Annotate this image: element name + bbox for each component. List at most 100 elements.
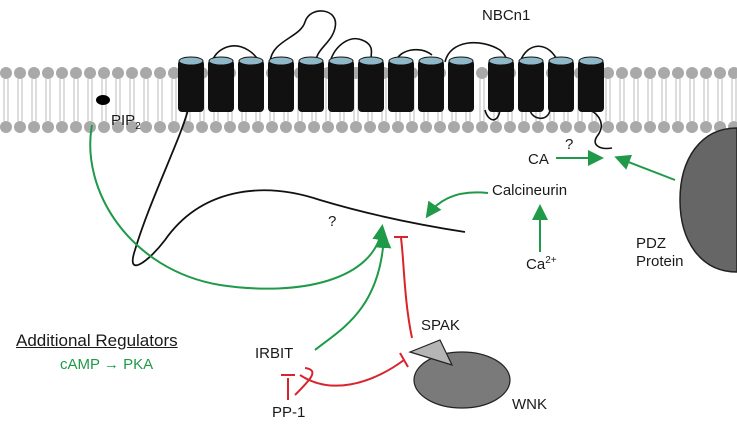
lipid-head bbox=[658, 67, 670, 79]
lipid-head bbox=[252, 121, 264, 133]
pip2-label: PIP2 bbox=[111, 112, 141, 132]
extracellular-loop-2 bbox=[269, 10, 337, 63]
lipid-head bbox=[238, 121, 250, 133]
pdz-protein-shape bbox=[679, 127, 737, 273]
pdz-label-line1: PDZ bbox=[636, 235, 666, 252]
tail-question-label: ? bbox=[328, 213, 337, 230]
camp-pka-label: cAMP → PKA bbox=[60, 356, 154, 373]
lipid-head bbox=[56, 121, 68, 133]
lipid-head bbox=[728, 67, 737, 79]
lipid-head bbox=[630, 121, 642, 133]
lipid-head bbox=[672, 67, 684, 79]
helix-cap bbox=[578, 56, 604, 66]
lipid-head bbox=[462, 121, 474, 133]
lipid-head bbox=[140, 121, 152, 133]
lipid-head bbox=[448, 121, 460, 133]
helix-cap bbox=[548, 56, 574, 66]
lipid-head bbox=[406, 121, 418, 133]
lipid-head bbox=[420, 121, 432, 133]
lipid-head bbox=[546, 121, 558, 133]
transmembrane-helix bbox=[518, 60, 544, 112]
lipid-head bbox=[392, 121, 404, 133]
lipid-head bbox=[28, 67, 40, 79]
lipid-head bbox=[182, 121, 194, 133]
transmembrane-helix bbox=[358, 60, 384, 112]
lipid-head bbox=[154, 67, 166, 79]
lipid-head bbox=[588, 121, 600, 133]
lipid-head bbox=[112, 67, 124, 79]
lipid-head bbox=[560, 121, 572, 133]
lipid-head bbox=[70, 121, 82, 133]
calcineurin-label: Calcineurin bbox=[492, 182, 568, 199]
lipid-head bbox=[322, 121, 334, 133]
lipid-head bbox=[518, 121, 530, 133]
lipid-head bbox=[364, 121, 376, 133]
lipid-head bbox=[504, 121, 516, 133]
transmembrane-helix bbox=[388, 60, 414, 112]
lipid-head bbox=[686, 67, 698, 79]
helix-cap bbox=[178, 56, 204, 66]
lipid-head bbox=[140, 67, 152, 79]
helix-cap bbox=[298, 56, 324, 66]
lipid-head bbox=[42, 121, 54, 133]
lipid-head bbox=[490, 121, 502, 133]
helix-cap bbox=[358, 56, 384, 66]
transmembrane-helices bbox=[178, 56, 604, 112]
lipid-head bbox=[0, 67, 12, 79]
lipid-head bbox=[224, 121, 236, 133]
spak-triangle-shape bbox=[408, 339, 454, 366]
spak-label: SPAK bbox=[421, 317, 460, 334]
lipid-head bbox=[378, 121, 390, 133]
lipid-head bbox=[280, 121, 292, 133]
lipid-head bbox=[28, 121, 40, 133]
pdz-activation-arrow bbox=[614, 154, 676, 181]
helix-cap bbox=[268, 56, 294, 66]
pip2-lipid bbox=[96, 95, 110, 105]
transmembrane-helix bbox=[578, 60, 604, 112]
calcineurin-activation-arrow bbox=[425, 191, 489, 219]
lipid-head bbox=[658, 121, 670, 133]
lipid-head bbox=[210, 121, 222, 133]
pp1-spak-inhibition-bar bbox=[399, 352, 409, 368]
helix-cap bbox=[208, 56, 234, 66]
irbit-activation-arrow bbox=[314, 232, 392, 351]
lipid-head bbox=[574, 121, 586, 133]
lipid-head bbox=[294, 121, 306, 133]
intracellular-loop bbox=[484, 109, 501, 121]
transmembrane-helix bbox=[488, 60, 514, 112]
lipid-head bbox=[14, 67, 26, 79]
transmembrane-helix bbox=[448, 60, 474, 112]
transmembrane-helix bbox=[328, 60, 354, 112]
lipid-head bbox=[350, 121, 362, 133]
nbcn1-label: NBCn1 bbox=[482, 7, 531, 24]
lipid-head bbox=[98, 67, 110, 79]
c-terminal-tail bbox=[589, 109, 613, 150]
lipid-head bbox=[308, 121, 320, 133]
helix-cap bbox=[328, 56, 354, 66]
lipid-head bbox=[616, 67, 628, 79]
additional-regulators-heading: Additional Regulators bbox=[16, 331, 178, 350]
lipid-head bbox=[266, 121, 278, 133]
lipid-head bbox=[70, 67, 82, 79]
transmembrane-helix bbox=[208, 60, 234, 112]
helix-cap bbox=[518, 56, 544, 66]
lipid-head bbox=[644, 67, 656, 79]
lipid-head bbox=[196, 121, 208, 133]
ca2-label: Ca2+ bbox=[526, 255, 557, 273]
pip2-activation-arrow bbox=[89, 124, 389, 290]
lipid-head bbox=[84, 67, 96, 79]
lipid-head bbox=[112, 121, 124, 133]
intracellular-loop-2 bbox=[529, 109, 551, 120]
lipid-head bbox=[714, 67, 726, 79]
lipid-head bbox=[168, 67, 180, 79]
ca-question-label: ? bbox=[565, 136, 574, 153]
lipid-head bbox=[630, 67, 642, 79]
helix-cap bbox=[388, 56, 414, 66]
lipid-head bbox=[56, 67, 68, 79]
pdz-label-line2: Protein bbox=[636, 253, 684, 270]
lipid-head bbox=[42, 67, 54, 79]
lipid-head bbox=[644, 121, 656, 133]
transmembrane-helix bbox=[418, 60, 444, 112]
lipid-head bbox=[14, 121, 26, 133]
pp1-label: PP-1 bbox=[272, 404, 306, 421]
